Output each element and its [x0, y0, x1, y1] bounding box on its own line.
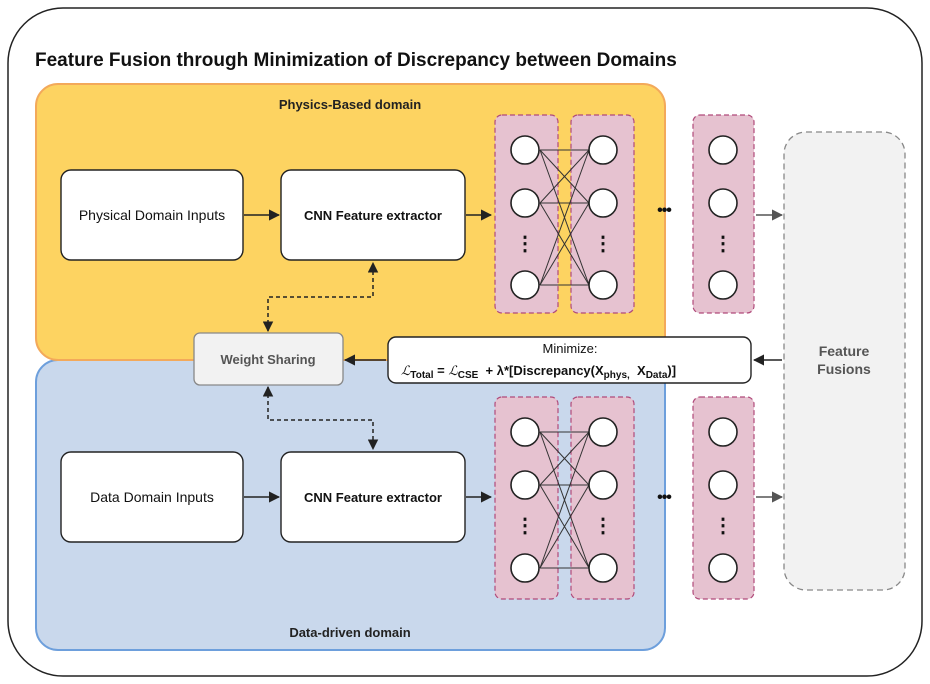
physics-node: [510, 270, 540, 300]
data-node: [588, 417, 618, 447]
physics-cnn-extractor-box: [280, 169, 466, 261]
minimize-label: Minimize:: [543, 341, 598, 356]
vertical-dots: ⋮: [713, 515, 733, 537]
vertical-dots: ⋮: [713, 233, 733, 255]
weight-sharing-label: Weight Sharing: [220, 352, 315, 367]
data-edges: [539, 431, 590, 569]
data-domain-inputs-label: Data Domain Inputs: [90, 489, 214, 505]
physics-node: [708, 135, 738, 165]
feature-fusions-line1: Feature: [819, 343, 870, 359]
weight-sharing-data-link: [262, 385, 379, 451]
physics-network: ⋮ ⋮ ••• ⋮: [494, 114, 755, 314]
ellipsis: •••: [657, 202, 672, 219]
physics-node: [588, 270, 618, 300]
weight-sharing-physics-link: [262, 261, 379, 333]
data-cnn-extractor-box: [280, 451, 466, 543]
physics-node: [708, 270, 738, 300]
data-node: [588, 470, 618, 500]
physics-cnn-extractor-label: CNN Feature extractor: [304, 208, 442, 223]
feature-fusions-line2: Fusions: [817, 361, 871, 377]
data-node: [510, 553, 540, 583]
data-node: [588, 553, 618, 583]
vertical-dots: ⋮: [515, 233, 535, 255]
vertical-dots: ⋮: [593, 233, 613, 255]
feature-fusions-box: [783, 131, 906, 591]
physics-node: [588, 135, 618, 165]
physics-edges: [539, 149, 590, 286]
data-node: [510, 417, 540, 447]
physics-node: [510, 135, 540, 165]
physics-domain-label: Physics-Based domain: [279, 97, 421, 112]
physics-node: [588, 188, 618, 218]
data-domain-label: Data-driven domain: [289, 625, 410, 640]
weight-sharing-box: [193, 332, 344, 386]
physical-domain-inputs-label: Physical Domain Inputs: [79, 207, 225, 223]
diagram-title: Feature Fusion through Minimization of D…: [35, 50, 677, 71]
data-network: ⋮ ⋮ ••• ⋮: [494, 396, 755, 600]
physics-node: [708, 188, 738, 218]
data-node: [510, 470, 540, 500]
data-domain-inputs-box: [60, 451, 244, 543]
data-node: [708, 553, 738, 583]
vertical-dots: ⋮: [593, 515, 613, 537]
ellipsis: •••: [657, 489, 672, 506]
vertical-dots: ⋮: [515, 515, 535, 537]
minimize-box: [387, 336, 752, 384]
physics-node: [510, 188, 540, 218]
data-node: [708, 470, 738, 500]
data-cnn-extractor-label: CNN Feature extractor: [304, 490, 442, 505]
loss-formula: ℒTotal = ℒCSE + λ*[Discrepancy(Xphys, XD…: [401, 363, 676, 381]
physical-domain-inputs-box: [60, 169, 244, 261]
data-node: [708, 417, 738, 447]
